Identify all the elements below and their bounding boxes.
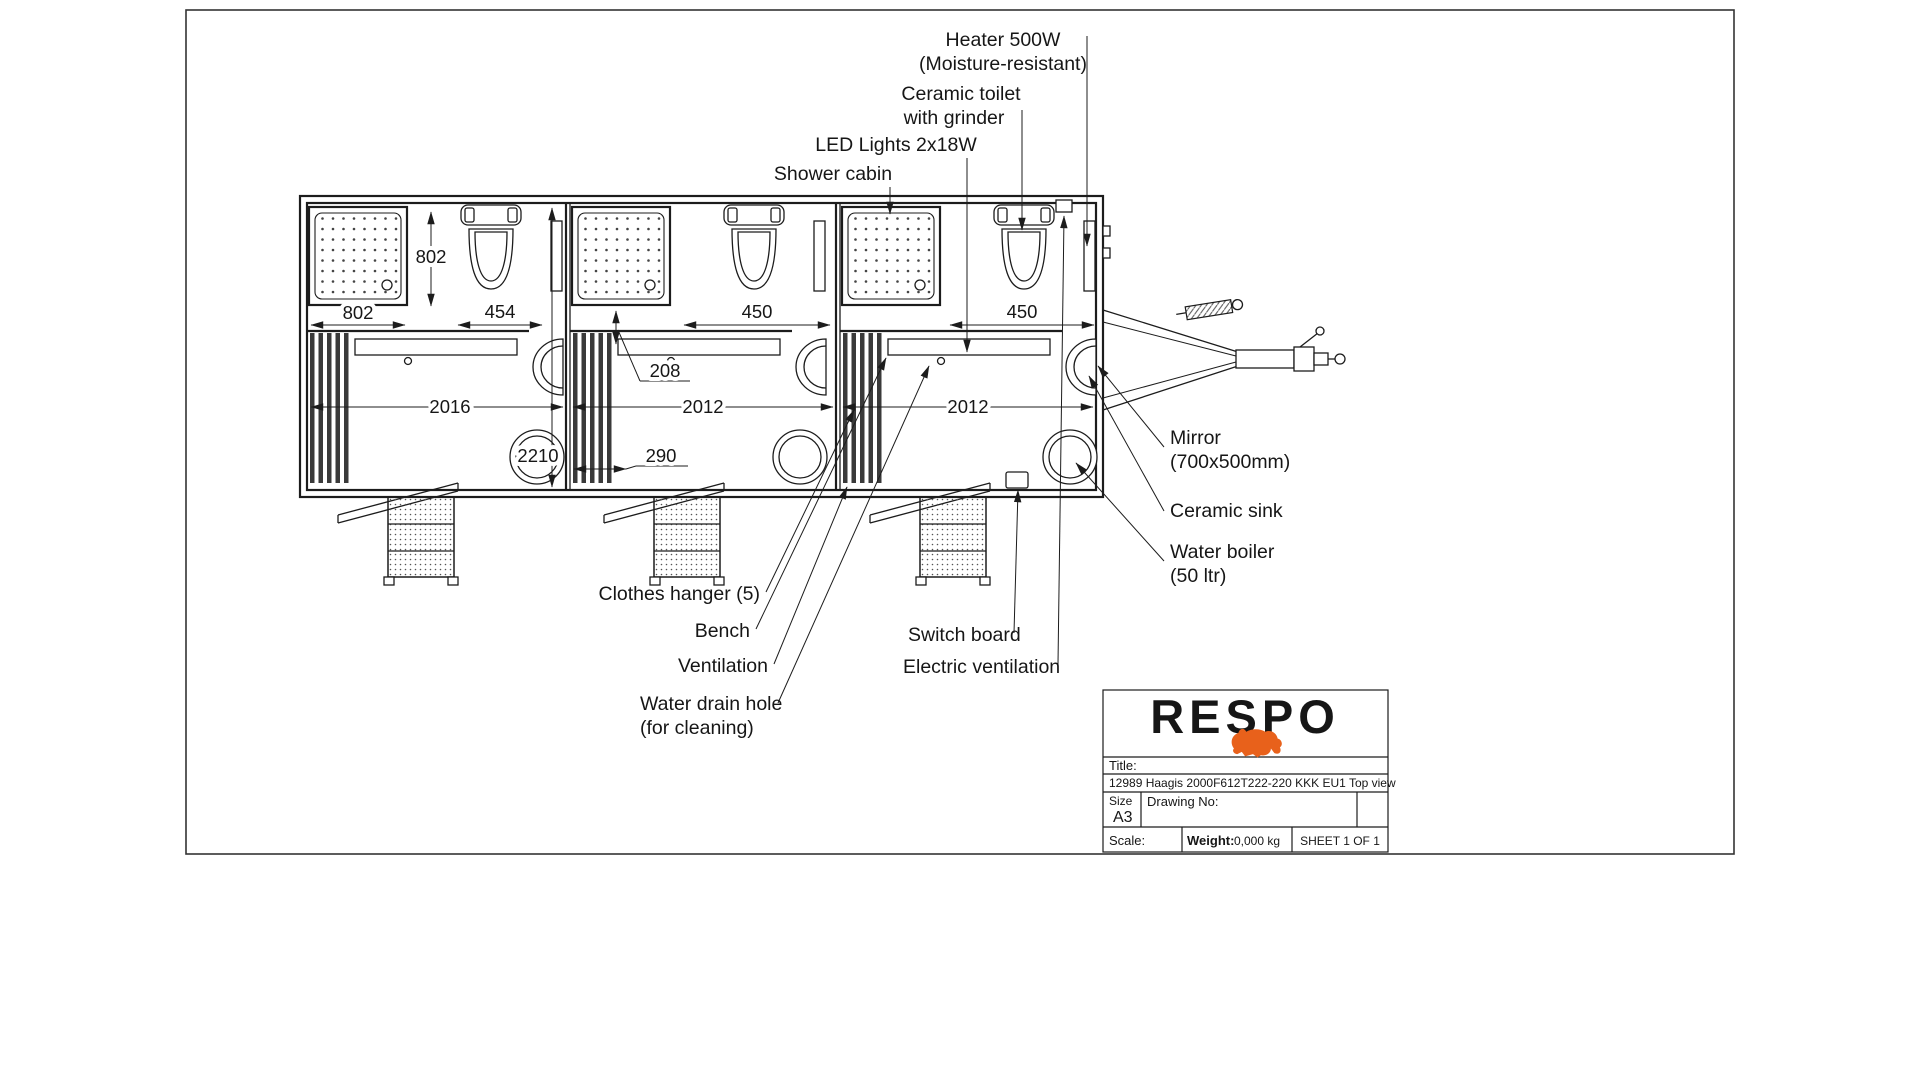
dimension-annotations: 802 802 454 450 450 208 2016 2012 2012 2… — [310, 207, 1095, 488]
dim-leader — [617, 329, 641, 382]
label-switch-board: Switch board — [908, 624, 1021, 646]
dim-toilet3-width: 450 — [1007, 301, 1038, 322]
label-ceramic-toilet: Ceramic toilet — [901, 83, 1021, 105]
title-value: 12989 Haagis 2000F612T222-220 KKK EU1 To… — [1109, 776, 1396, 790]
dim-wall-gap: 208 — [650, 360, 681, 381]
coupling-head — [1293, 346, 1315, 372]
label-heater-2: (Moisture-resistant) — [919, 53, 1087, 75]
dim-toilet1-width: 454 — [485, 301, 516, 322]
leader-switch-board — [1013, 489, 1022, 634]
dim-shower-width: 802 — [343, 302, 374, 323]
title-block-frame — [1102, 689, 1389, 853]
drawing-no-label: Drawing No: — [1147, 794, 1219, 809]
jockey-crank — [1231, 298, 1244, 311]
dim-toilet2-width: 450 — [742, 301, 773, 322]
title-block: RESPO Title: 12989 Haagis 2000F612T222-2… — [1102, 689, 1396, 853]
label-ventilation: Ventilation — [678, 655, 768, 677]
wall-fitting — [1102, 247, 1111, 259]
sheet-border — [185, 9, 1735, 855]
label-led-lights: LED Lights 2x18W — [815, 134, 977, 156]
leader-water-drain — [777, 365, 930, 704]
label-shower-cabin: Shower cabin — [774, 163, 892, 185]
coupling-lever-knob — [1315, 326, 1325, 336]
entrance-step-3 — [869, 482, 991, 586]
label-water-drain-2: (for cleaning) — [640, 717, 754, 739]
entrance-step-2 — [603, 482, 725, 586]
label-bench: Bench — [695, 620, 750, 642]
dim-room2-width: 2012 — [682, 396, 723, 417]
tow-hitch — [1102, 298, 1346, 411]
dim-shower-depth: 802 — [416, 246, 447, 267]
coupling-lever — [1299, 332, 1319, 348]
jockey-wheel — [1176, 298, 1244, 321]
leader-clothes-hanger — [765, 409, 855, 593]
weight-label: Weight: — [1187, 833, 1234, 848]
leader-water-boiler — [1075, 462, 1165, 562]
electric-ventilation-shape — [1055, 199, 1073, 213]
dim-leader — [625, 465, 637, 470]
label-water-drain: Water drain hole — [640, 693, 782, 715]
size-label: Size — [1109, 794, 1133, 808]
wall-fitting — [1102, 225, 1111, 237]
jockey-shaft — [1176, 312, 1187, 315]
leader-bench — [755, 357, 887, 630]
drawbar — [1235, 349, 1295, 369]
switch-board-shape — [1005, 471, 1029, 489]
label-mirror-2: (700x500mm) — [1170, 451, 1290, 473]
dim-interior-depth: 2210 — [517, 445, 558, 466]
aframe-bar-inner — [1102, 321, 1237, 357]
leader-ventilation — [773, 486, 848, 665]
aframe-bar-inner — [1102, 361, 1237, 399]
entrance-step-1 — [337, 482, 459, 586]
leader-mirror — [1097, 365, 1165, 448]
label-ceramic-sink: Ceramic sink — [1170, 500, 1283, 522]
room-3-furniture — [838, 203, 1099, 486]
label-water-boiler-2: (50 ltr) — [1170, 565, 1226, 587]
coupling-eye — [1334, 353, 1346, 365]
leader-electric-ventilation — [1057, 215, 1068, 665]
aframe-bar — [1102, 309, 1239, 353]
title-label: Title: — [1109, 758, 1137, 773]
label-ceramic-toilet-2: with grinder — [903, 107, 1005, 129]
size-value: A3 — [1113, 809, 1133, 826]
dim-hanger-depth: 290 — [646, 445, 677, 466]
jockey-body — [1184, 298, 1234, 321]
label-clothes-hanger: Clothes hanger (5) — [598, 583, 760, 605]
coupling-socket — [1313, 352, 1329, 366]
leader-ceramic-sink — [1088, 375, 1165, 512]
label-mirror: Mirror — [1170, 427, 1221, 449]
scale-label: Scale: — [1109, 833, 1145, 848]
dim-room3-width: 2012 — [947, 396, 988, 417]
label-electric-ventilation: Electric ventilation — [903, 656, 1060, 678]
label-heater: Heater 500W — [946, 29, 1061, 51]
sheet-label: SHEET 1 OF 1 — [1300, 834, 1380, 848]
dim-room1-width: 2016 — [429, 396, 470, 417]
label-water-boiler: Water boiler — [1170, 541, 1275, 563]
room-2-furniture — [568, 203, 829, 486]
weight-value: 0,000 kg — [1234, 834, 1280, 848]
callout-annotations: Heater 500W (Moisture-resistant) Ceramic… — [598, 29, 1290, 739]
aframe-bar — [1102, 365, 1239, 411]
respo-bull-icon — [1231, 728, 1282, 758]
